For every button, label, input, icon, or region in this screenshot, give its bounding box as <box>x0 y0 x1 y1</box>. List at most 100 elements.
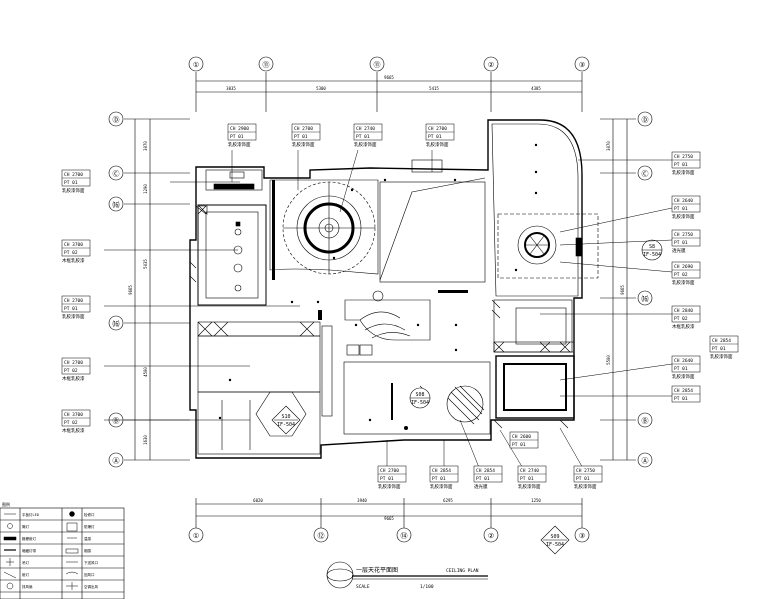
paint-code: PT 01 <box>712 346 726 352</box>
paint-code: PT 01 <box>576 476 590 482</box>
paint-code: PT 01 <box>476 476 490 482</box>
dim-bottom-seg: 1250 <box>531 498 541 503</box>
finish-label: 木框乳胶漆 <box>62 427 85 434</box>
legend-item: 平板灯LED <box>22 512 39 517</box>
legend-item: 暗藏灯带 <box>22 548 36 553</box>
legend-item: 排风扇 <box>22 584 33 589</box>
grid-label-left: ⒃ <box>113 200 120 209</box>
finish-label: 乳胶漆饰面 <box>518 483 541 490</box>
scale-value: 1/100 <box>420 584 434 590</box>
fan-icon <box>6 582 14 590</box>
finish-label: 乳胶漆饰面 <box>672 279 695 286</box>
ac-outlet-icon <box>66 582 78 590</box>
dim-right-total: 9665 <box>620 285 625 295</box>
legend-item: 烟感 <box>84 548 91 553</box>
legend-table <box>0 507 125 599</box>
top-grid-axis <box>188 56 590 112</box>
grid-label-left: Ⓐ <box>113 457 120 465</box>
finish-label: 透光膜 <box>672 247 686 254</box>
finish-label: 乳胶漆饰面 <box>672 213 695 220</box>
grid-label-right: Ⓓ <box>642 116 649 124</box>
ceiling-height: CH 2640 <box>674 358 693 364</box>
finish-label: 木框乳胶漆 <box>62 375 85 382</box>
legend-item: 下送风口 <box>84 560 98 565</box>
legend-item: 温感 <box>84 536 91 541</box>
paint-code: PT 01 <box>64 306 78 312</box>
section-number: S10 <box>281 414 290 420</box>
finish-label: 乳胶漆饰面 <box>426 141 449 148</box>
dim-top-seg: 5415 <box>429 86 439 91</box>
dim-right-seg: 5500 <box>606 355 611 365</box>
staircase <box>344 290 431 356</box>
finish-label: 乳胶漆饰面 <box>62 313 85 320</box>
ceiling-height: CH 2854 <box>476 468 495 474</box>
ceiling-height: CH 2690 <box>674 264 693 270</box>
finish-label: 乳胶漆饰面 <box>574 483 597 490</box>
title-block-lines <box>326 561 488 589</box>
finish-label: 乳胶漆饰面 <box>292 141 315 148</box>
dim-bottom-seg: 3940 <box>357 498 367 503</box>
ceiling-height: CH 3700 <box>64 242 83 248</box>
ceiling-height: CH 2700 <box>294 126 313 132</box>
dim-top-seg: 3035 <box>226 86 236 91</box>
lower-middle-room <box>343 361 491 435</box>
grid-label-top: ① <box>193 61 199 69</box>
finish-label: 透光膜 <box>474 483 488 490</box>
section-number: S09 <box>550 534 559 540</box>
finish-label: 乳胶漆饰面 <box>378 483 401 490</box>
dim-left-seg: 5035 <box>143 259 148 269</box>
ceiling-height: CH 2700 <box>428 126 447 132</box>
grid-label-bottom: ① <box>193 532 199 540</box>
grid-label-top: ② <box>488 61 494 69</box>
grille-light-icon <box>3 536 17 541</box>
section-ref: IF-504 <box>546 542 564 548</box>
paint-code: PT 01 <box>380 476 394 482</box>
pendant-icon <box>6 558 14 566</box>
return-air-icon <box>65 571 79 575</box>
grid-label-right: Ⓐ <box>642 457 649 465</box>
paint-code: PT 01 <box>512 442 526 448</box>
paint-code: PT 02 <box>674 272 688 278</box>
paint-code: PT 01 <box>674 240 688 246</box>
finish-label: 木框乳胶漆 <box>62 257 85 264</box>
finish-label: 乳胶漆饰面 <box>228 141 251 148</box>
ceiling-height: CH 2840 <box>674 308 693 314</box>
ceiling-height: CH 2854 <box>432 468 451 474</box>
section-markers: S8 IF-504 S10 IF-504 S09 IF-504 S08 IF-5… <box>271 239 663 555</box>
downlight-icon <box>7 523 13 529</box>
paint-code: PT 01 <box>230 134 244 140</box>
explosion-proof-icon <box>66 522 78 532</box>
grid-label-bottom: ② <box>488 532 494 540</box>
section-number: S8 <box>649 244 655 250</box>
grid-label-top: ③ <box>579 61 585 69</box>
ceiling-height: CH 2740 <box>356 126 375 132</box>
paint-code: PT 01 <box>674 162 688 168</box>
section-ref: IF-504 <box>277 422 295 428</box>
grid-label-right: Ⓒ <box>642 170 649 178</box>
dim-right-seg: 3070 <box>606 141 611 151</box>
left-grid-axis <box>108 111 190 468</box>
spotlight-icon <box>3 571 17 579</box>
ceiling-height: CH 2740 <box>520 468 539 474</box>
light-fixtures <box>218 143 538 430</box>
finish-label: 乳胶漆饰面 <box>672 169 695 176</box>
paint-code: PT 01 <box>674 206 688 212</box>
grid-label-left: Ⓑ <box>113 417 120 425</box>
dim-bottom-total: 9665 <box>384 516 394 521</box>
dim-left-seg: 1630 <box>143 435 148 445</box>
finish-label: 乳胶漆饰面 <box>354 141 377 148</box>
section-ref: IF-504 <box>643 252 661 258</box>
dim-top-total: 9665 <box>384 75 394 80</box>
legend-item: 空调出风 <box>84 584 98 589</box>
